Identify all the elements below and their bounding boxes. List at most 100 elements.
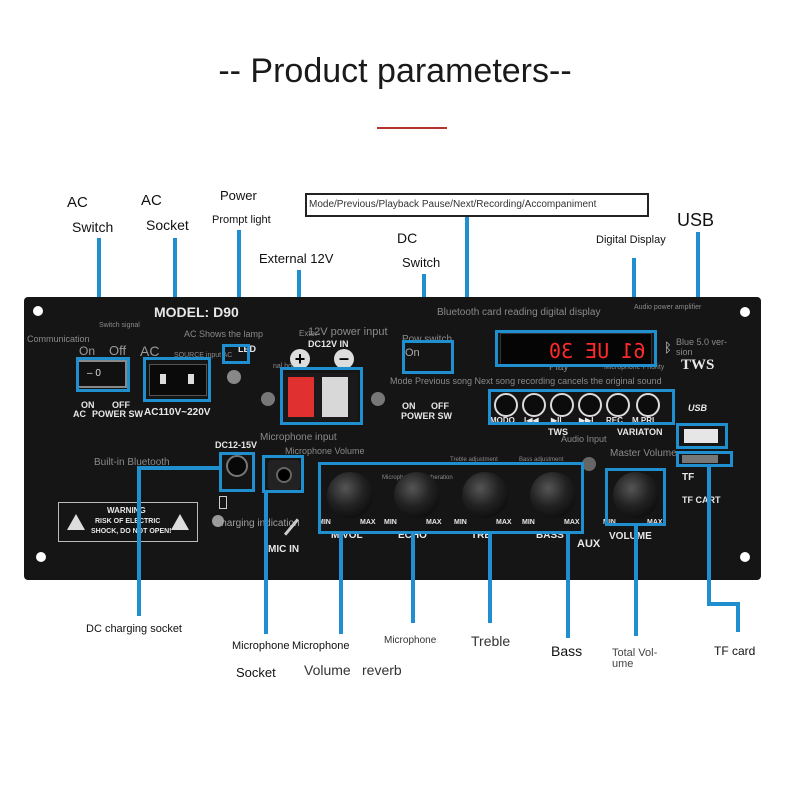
highlight-buttons [488, 389, 675, 425]
mic-in-jack[interactable] [268, 460, 300, 490]
mode-callout-text: Mode/Previous/Playback Pause/Next/Record… [309, 199, 597, 210]
tws-label: TWS [548, 427, 568, 437]
ghost-communication: Communication [27, 334, 90, 344]
callout-dc-line2: Switch [402, 255, 441, 270]
highlight-tf [676, 451, 733, 467]
dc-on-label: ON [402, 401, 416, 411]
page-title: -- Product parameters-- [218, 52, 572, 90]
display-line [632, 258, 636, 333]
callout-usb: USB [677, 210, 715, 230]
callout-power-line1: Power [220, 188, 257, 203]
callout-mic-volume-2: Volume [304, 662, 351, 678]
mount-hole [36, 552, 46, 562]
button-label-mpri: M.PRI [632, 416, 655, 425]
ghost-bass: Bass adjustment [519, 457, 564, 463]
tf-slot[interactable] [682, 455, 718, 463]
ghost-external: Exter- [299, 329, 321, 338]
callout-total-volume-2: ume [612, 658, 634, 670]
callout-external-12v: External 12V [259, 251, 334, 266]
variaton-label: VARIATON [617, 427, 663, 437]
highlight-volume [605, 468, 666, 526]
aux-jack[interactable] [582, 457, 596, 471]
ghost-audio-input: Audio Input [561, 434, 607, 444]
ghost-master-volume: Master Volume [610, 448, 677, 459]
min-label: MIN [603, 519, 616, 526]
record-button[interactable] [606, 393, 630, 417]
ghost-play: Play [549, 362, 569, 373]
next-button[interactable] [578, 393, 602, 417]
ac-power-switch[interactable]: – 0 [77, 360, 127, 388]
ghost-nal-hole: nal hole [273, 363, 298, 370]
highlight-dc-charging [219, 452, 255, 492]
max-label: MAX [360, 519, 376, 526]
mode-button[interactable] [494, 393, 518, 417]
callout-bass: Bass [551, 643, 583, 659]
min-label: MIN [522, 519, 535, 526]
tf-label: TF [682, 472, 695, 483]
power-light-line [237, 230, 241, 350]
ghost-mic-input: Microphone input [260, 432, 337, 443]
callout-ac-socket-line1: AC [141, 192, 162, 209]
warning-line1: RISK OF ELECTRIC [95, 518, 161, 525]
max-label: MAX [564, 519, 580, 526]
echo-knob[interactable] [394, 472, 440, 518]
ghost-switch-signal: Switch signal [99, 322, 140, 329]
ghost-dc-on: On [405, 347, 420, 359]
model-label: MODEL: D90 [154, 304, 239, 320]
previous-button[interactable] [522, 393, 546, 417]
battery-icon [219, 496, 227, 509]
mount-hole [740, 307, 750, 317]
callout-mic-reverb-1: Microphone [384, 635, 437, 646]
bass-knob[interactable] [530, 472, 576, 518]
warning-box: WARNING RISK OF ELECTRIC SHOCK, DO NOT O… [58, 502, 198, 542]
knob-label-bass: BASS [536, 530, 564, 541]
knob-label-mvol: M.VOL [331, 530, 363, 541]
ac-power-on-off: ON [81, 400, 95, 410]
callout-ac-socket-line2: Socket [146, 217, 189, 233]
callout-microphone-socket-2: Socket [236, 665, 276, 680]
tf-line-horizontal [707, 602, 740, 606]
warning-icon [171, 514, 189, 530]
callout-total-volume-1: Total Vol- [612, 647, 658, 659]
highlight-ac-switch [76, 357, 130, 392]
play-pause-button[interactable] [550, 393, 574, 417]
bass-line [566, 533, 570, 638]
callout-dc-line1: DC [397, 230, 418, 246]
button-label-next: ▶▶I [579, 416, 594, 425]
dc-charging-port[interactable] [226, 455, 248, 477]
treble-line [488, 533, 492, 623]
master-volume-knob[interactable] [613, 472, 659, 518]
mic-in-label: MIC IN [268, 544, 300, 555]
mic-volume-knob[interactable] [327, 472, 373, 518]
ghost-treble: Treble adjustment [450, 457, 498, 463]
mic-volume-line [339, 533, 343, 634]
ghost-audio-amp: Audio power amplifier [634, 304, 702, 311]
dc-terminal-block[interactable] [282, 373, 358, 421]
callout-power-line2: Prompt light [212, 214, 271, 226]
ghost-blue-version: Blue 5.0 ver-sion [676, 337, 728, 357]
ac-socket[interactable] [149, 364, 207, 396]
aux-label: AUX [577, 538, 601, 550]
mic-reverb-line [411, 533, 415, 623]
highlight-dc-switch [402, 340, 454, 374]
ghost-on: On [79, 344, 96, 358]
highlight-display [495, 330, 657, 367]
mic-priority-button[interactable] [636, 393, 660, 417]
warning-line2: SHOCK, DO NOT OPEN! [91, 528, 172, 535]
dc-off-label: OFF [431, 401, 449, 411]
minus-terminal-icon: – [334, 349, 354, 369]
ac-power-sw-label: AC [73, 409, 86, 419]
volume-line [634, 526, 638, 636]
callout-ac-switch-line1: AC [67, 194, 88, 211]
volume-label: VOLUME [609, 531, 652, 542]
ghost-power-input: 12V power input [308, 326, 388, 338]
highlight-mic-in [262, 455, 304, 493]
dc-power-sw-label: POWER SW [401, 411, 452, 421]
min-label: MIN [384, 519, 397, 526]
callout-treble: Treble [471, 633, 511, 649]
ghost-mic-volume: Microphone Volume [285, 446, 365, 456]
warning-title: WARNING [107, 506, 146, 515]
usb-port[interactable] [684, 429, 718, 443]
ghost-off: Off [109, 343, 127, 358]
treble-knob[interactable] [462, 472, 508, 518]
